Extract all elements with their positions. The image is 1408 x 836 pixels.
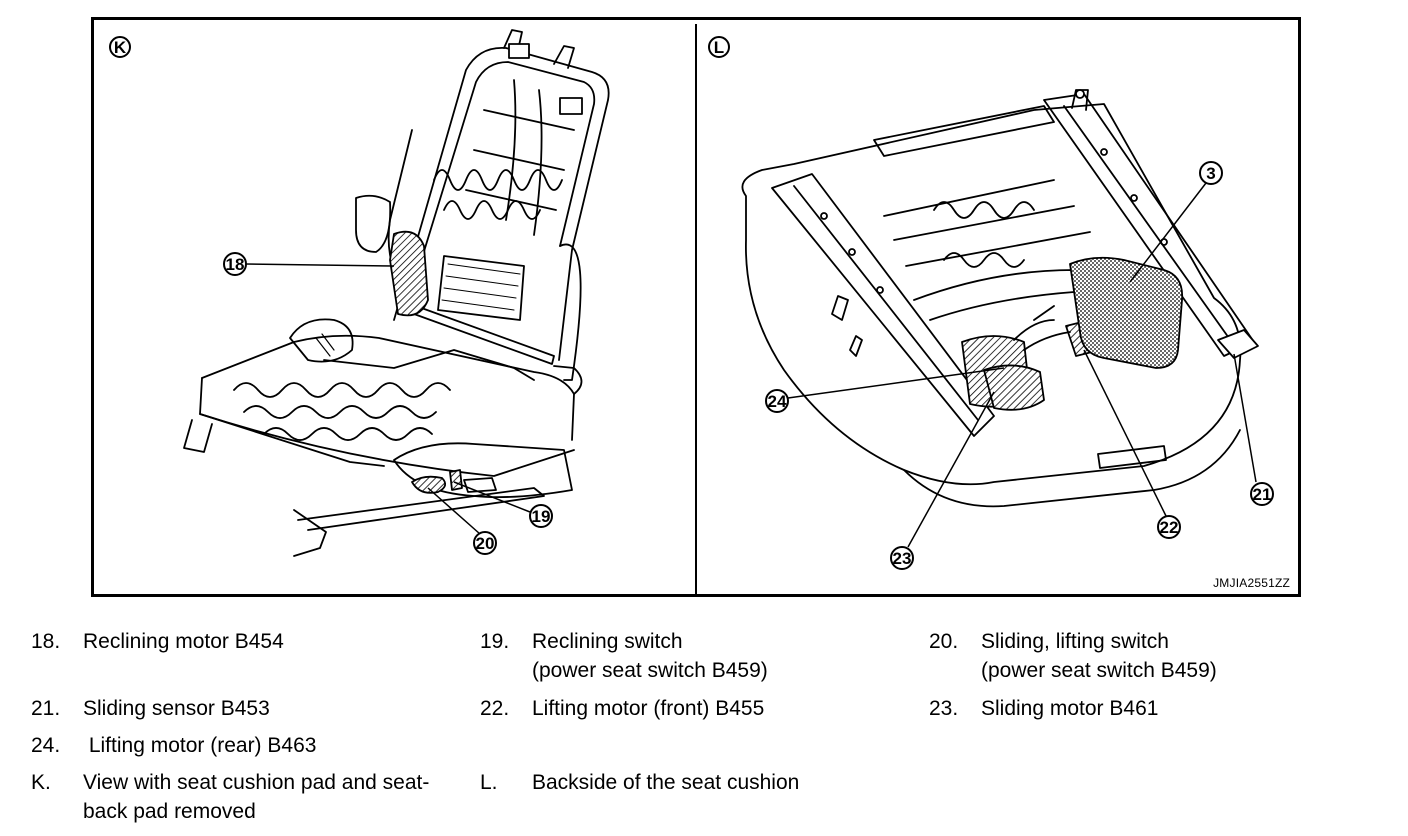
legend-number: 20. <box>929 630 959 653</box>
callout-19: 19 <box>453 481 553 528</box>
legend-text: Sliding, lifting switch <box>981 630 1169 653</box>
callout-24: 24 <box>765 367 1005 413</box>
callout-23-number: 23 <box>893 549 912 568</box>
callout-21-number: 21 <box>1253 485 1272 504</box>
callout-19-number: 19 <box>532 507 551 526</box>
figure-frame: K L <box>91 17 1301 597</box>
callout-24-number: 24 <box>768 392 787 411</box>
legend-number: L. <box>480 771 498 794</box>
callout-18: 18 <box>223 252 395 276</box>
callout-23: 23 <box>890 391 995 570</box>
legend-text: Sliding sensor B453 <box>83 697 270 720</box>
legend-text: Lifting motor (rear) B463 <box>83 734 317 757</box>
legend-text: Reclining switch <box>532 630 683 653</box>
legend-text: Lifting motor (front) B455 <box>532 697 765 720</box>
legend-number: 23. <box>929 697 959 720</box>
callout-22-number: 22 <box>1160 518 1179 537</box>
cushion-backside-drawing <box>741 89 1259 508</box>
callout-21: 21 <box>1233 353 1274 506</box>
legend-number: 24. <box>31 734 61 757</box>
panel-l-label: L <box>708 36 730 58</box>
callout-3-number: 3 <box>1206 164 1215 183</box>
legend-number: 22. <box>480 697 510 720</box>
callout-20-number: 20 <box>476 534 495 553</box>
panel-l-letter: L <box>714 38 724 57</box>
legend-number: 18. <box>31 630 61 653</box>
panel-k-label: K <box>109 36 131 58</box>
legend-text-line2: back pad removed <box>83 800 256 823</box>
legend-number: K. <box>31 771 51 794</box>
legend-text: Backside of the seat cushion <box>532 771 800 794</box>
legend-text: Reclining motor B454 <box>83 630 284 653</box>
legend-number: 21. <box>31 697 61 720</box>
callout-20: 20 <box>427 487 497 555</box>
legend-text-line2: (power seat switch B459) <box>532 659 768 682</box>
callout-3: 3 <box>1129 161 1223 283</box>
legend-number: 19. <box>480 630 510 653</box>
legend-text-line2: (power seat switch B459) <box>981 659 1217 682</box>
legend-text: View with seat cushion pad and seat- <box>83 771 430 794</box>
legend-text: Sliding motor B461 <box>981 697 1159 720</box>
seat-frame-drawing <box>183 29 610 557</box>
callout-18-number: 18 <box>226 255 245 274</box>
seat-diagram: K L <box>109 24 1274 594</box>
panel-k-letter: K <box>114 38 127 57</box>
figure-id-label: JMJIA2551ZZ <box>1213 576 1290 590</box>
callout-22: 22 <box>1083 349 1181 539</box>
